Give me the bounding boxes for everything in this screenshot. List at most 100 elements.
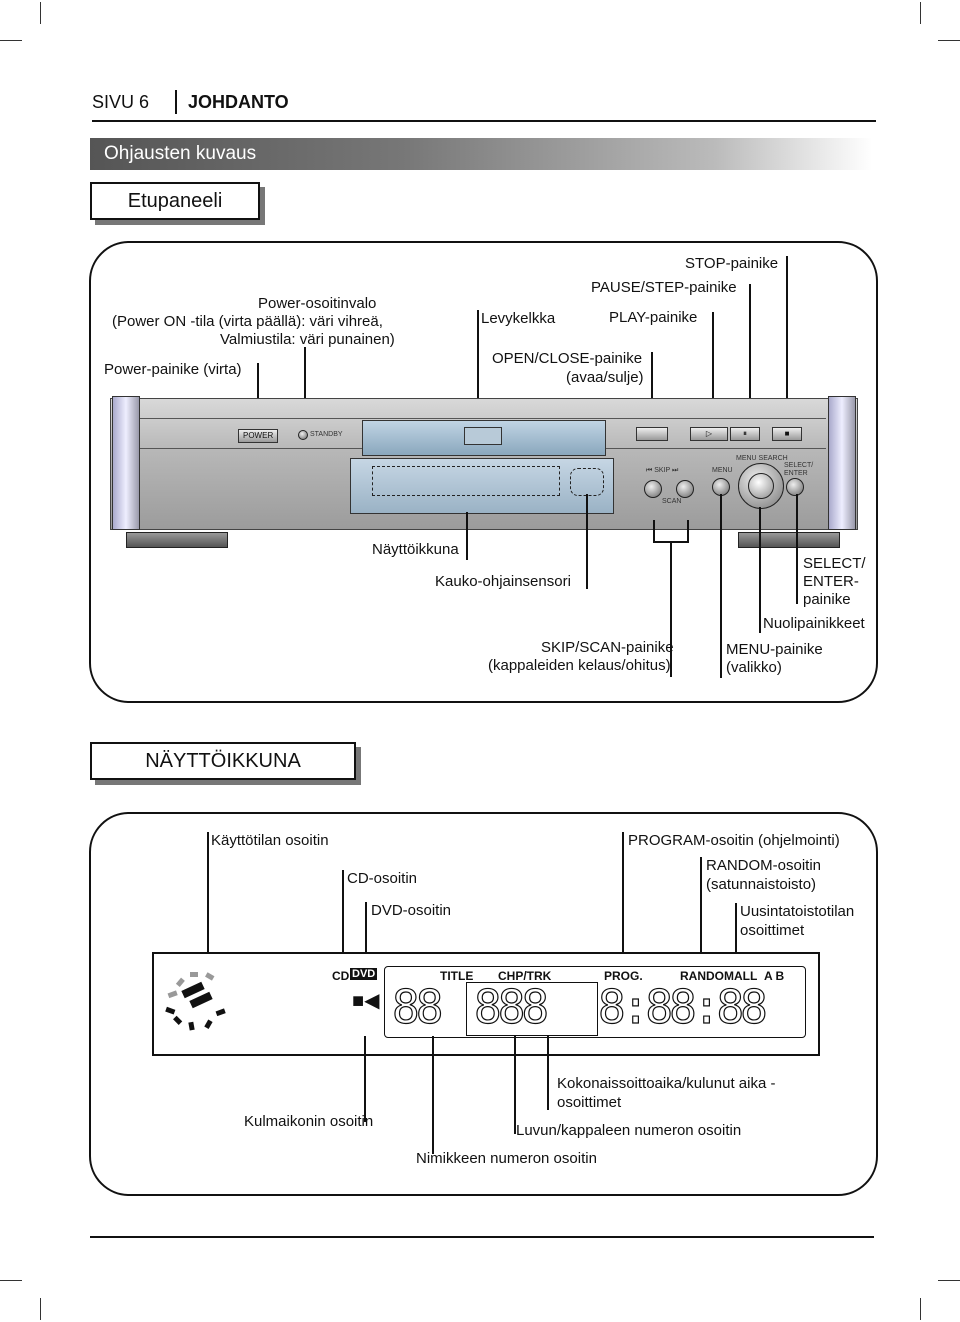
scan-label: SCAN [662,498,682,505]
select-enter-button[interactable] [786,478,804,496]
camera-icon: ■◀ [352,990,380,1012]
label-random-line2: (satunnaistoisto) [706,876,817,893]
label-pause: PAUSE/STEP-painike [591,279,737,296]
leader-power-indicator [304,347,306,442]
display-title: NÄYTTÖIKKUNA [145,750,301,772]
lcd-title: TITLE [440,969,474,983]
device-foot-right [738,532,840,548]
leader-title-number [432,1036,434,1154]
skip-forward-button[interactable] [676,480,694,498]
leader-skip-right [687,520,689,542]
leader-display-window [466,512,468,560]
leader-program [622,832,624,970]
select-enter-label: SELECT/ ENTER [784,462,814,477]
standby-label: STANDBY [310,431,343,438]
leader-stop [786,256,788,432]
label-stop: STOP-painike [685,255,779,272]
label-random: RANDOM-osoitin [706,857,822,874]
play-button[interactable]: ▷ [690,427,728,441]
display-outline [372,466,560,496]
leader-dvd [365,902,367,970]
front-panel-title: Etupaneeli [127,190,223,212]
pause-button[interactable]: ⏸ [730,427,760,441]
label-cd-indicator: CD-osoitin [347,870,418,887]
label-repeat-line2: osoittimet [740,922,805,939]
lcd-digits-title: 88 [391,980,444,1034]
lcd-ab: A B [764,969,785,983]
leader-remote-sensor [586,494,588,589]
lcd-prog: PROG. [604,969,643,983]
leader-mode [207,832,209,970]
label-arrows: Nuolipainikkeet [763,615,865,632]
label-program: PROGRAM-osoitin (ohjelmointi) [628,832,840,849]
section-title: Ohjausten kuvaus [104,143,257,164]
label-chapter: Luvun/kappaleen numeron osoitin [516,1122,742,1139]
label-play: PLAY-painike [609,309,698,326]
device-side-right [828,396,856,530]
display-tab: NÄYTTÖIKKUNA [90,742,356,780]
menu-label: MENU [712,467,733,474]
chapter-title: JOHDANTO [188,92,289,112]
lcd-all: ALL [734,969,758,983]
leader-arrows [759,507,761,633]
label-open-close-line2: (avaa/sulje) [566,369,644,386]
label-mode-indicator: Käyttötilan osoitin [211,832,329,849]
label-menu: MENU-painike [726,641,823,658]
menu-search-label: MENU SEARCH [736,455,788,462]
footer-rule [90,1236,874,1238]
power-button[interactable]: POWER [238,429,278,443]
label-skip-scan: SKIP/SCAN-painike [541,639,674,656]
chapter-frame [466,982,598,1036]
stop-button[interactable]: ■ [772,427,802,441]
label-repeat: Uusintatoistotilan [740,903,855,920]
leader-pause [749,284,751,432]
label-total-time-line2: osoittimet [557,1094,622,1111]
label-select: SELECT/ [803,555,866,572]
leader-repeat [735,903,737,970]
leader-play [712,312,714,432]
label-remote-sensor: Kauko-ohjainsensori [435,573,571,590]
lcd-dvd: DVD [350,968,378,980]
disc-mode-icon [165,972,226,1031]
lcd-cd: CD [332,969,350,983]
leader-menu [720,494,722,678]
section-bar: Ohjausten kuvaus [90,138,872,170]
leader-angle [364,1036,366,1122]
label-dvd-indicator: DVD-osoitin [371,902,452,919]
leader-open-close [651,352,653,434]
power-button-label: POWER [243,431,274,440]
label-menu-line2: (valikko) [726,659,782,676]
lcd-chp-trk: CHP/TRK [498,969,552,983]
leader-disc-tray [477,310,479,430]
device-top-edge [140,418,826,419]
leader-select [796,494,798,604]
open-close-button[interactable] [636,427,668,441]
label-select-line2: ENTER- [803,573,859,590]
device-side-left [112,396,140,530]
standby-led [298,430,308,440]
remote-sensor [570,468,604,496]
skip-back-button[interactable] [644,480,662,498]
label-angle: Kulmaikonin osoitin [244,1113,374,1130]
leader-random [700,857,702,970]
label-skip-scan-line2: (kappaleiden kelaus/ohitus) [488,657,671,674]
page-number: SIVU 6 [92,92,150,112]
lcd-digit-area [384,966,806,1038]
skip-label: ⏮ SKIP ⏭ [646,467,679,474]
lcd-random: RANDOM [680,969,734,983]
arrow-center[interactable] [748,473,774,499]
header-separator [175,90,177,114]
lcd-digits-time: 8:88:88 [597,980,768,1034]
leader-skip-left [653,520,655,542]
label-power-indicator-line3: Valmiustila: väri punainen) [220,331,395,348]
front-panel-tab: Etupaneeli [90,182,260,220]
label-power-indicator: Power-osoitinvalo [258,295,377,312]
skip-label-text: SKIP [654,467,671,474]
tray-logo-area [464,427,502,445]
label-total-time: Kokonaissoittoaika/kulunut aika - [557,1075,776,1092]
label-power-indicator-line2: (Power ON -tila (virta päällä): väri vih… [112,313,383,330]
header-rule [92,120,876,122]
leader-skip-scan [670,541,672,677]
leader-total-time [547,1036,549,1110]
leader-cd [342,870,344,970]
